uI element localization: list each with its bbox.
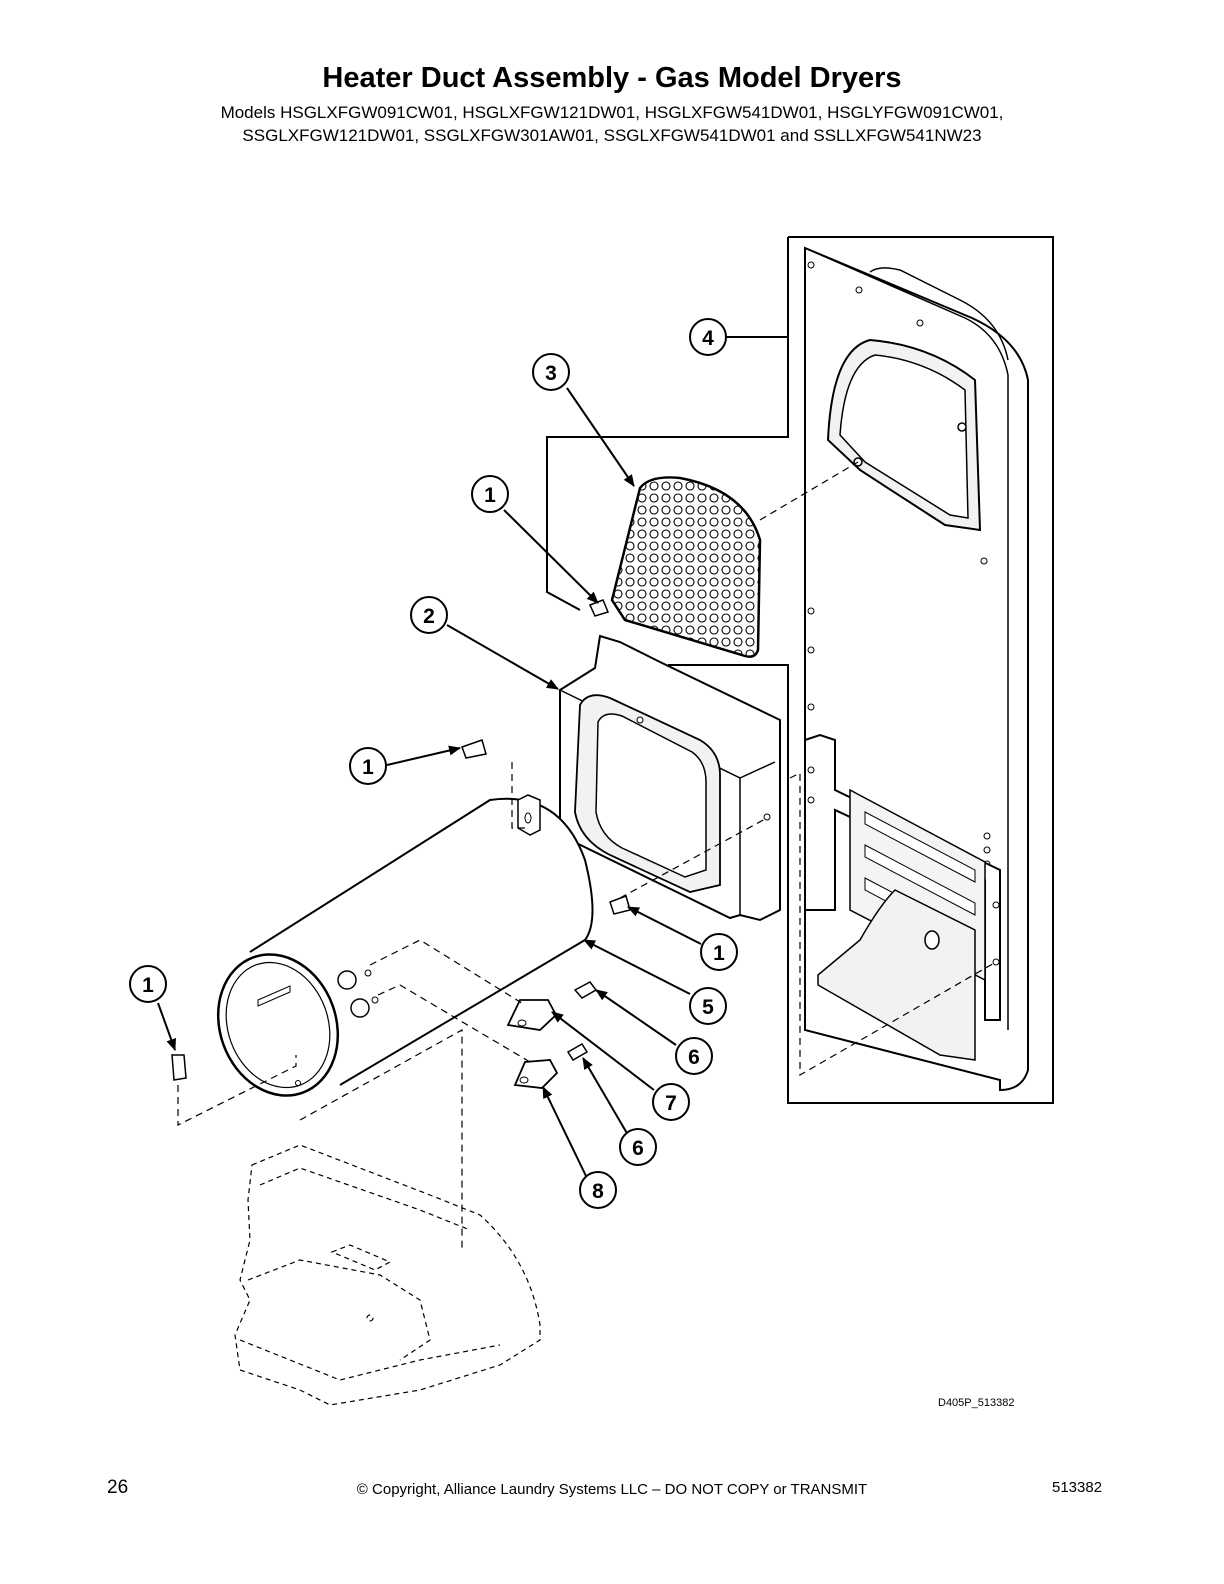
models-line-1: Models HSGLXFGW091CW01, HSGLXFGW121DW01,… [220, 103, 1004, 122]
screw-6b [566, 1042, 589, 1062]
thermostat-7 [506, 999, 558, 1031]
burner-housing-outline [234, 1144, 541, 1406]
svg-text:3: 3 [545, 362, 557, 385]
callout-1-upper: 1 [471, 475, 509, 513]
callout-3: 3 [532, 353, 570, 391]
callout-7: 7 [652, 1083, 690, 1121]
svg-text:6: 6 [632, 1137, 644, 1160]
callout-6-upper: 6 [675, 1037, 713, 1075]
page-number: 26 [107, 1477, 129, 1498]
screw-6a [573, 981, 598, 999]
drawing-id: D405P_513382 [938, 1397, 1015, 1409]
duct-grille [610, 476, 762, 658]
svg-text:4: 4 [702, 327, 714, 350]
svg-text:2: 2 [423, 605, 435, 628]
rear-duct-panel [804, 246, 1029, 1092]
callout-5: 5 [689, 987, 727, 1025]
screw-1-upper [588, 599, 610, 617]
screw-1-left [461, 739, 487, 759]
screw-1-right [609, 895, 631, 915]
callout-leaders [157, 336, 788, 1177]
callout-6-lower: 6 [619, 1128, 657, 1166]
svg-text:7: 7 [665, 1092, 677, 1115]
callout-1-left: 1 [349, 747, 387, 785]
copyright-notice: © Copyright, Alliance Laundry Systems LL… [356, 1481, 868, 1498]
svg-text:1: 1 [713, 942, 725, 965]
page-title: Heater Duct Assembly - Gas Model Dryers [322, 62, 902, 94]
thermostat-8 [513, 1059, 559, 1089]
svg-text:5: 5 [702, 996, 714, 1019]
callout-2: 2 [410, 596, 448, 634]
callout-1-lower: 1 [129, 965, 167, 1003]
alignment-lines [177, 461, 997, 1248]
svg-text:6: 6 [688, 1046, 700, 1069]
screw-1-lower [171, 1054, 187, 1081]
callout-4: 4 [689, 318, 727, 356]
duct-frame [559, 634, 781, 922]
callout-8: 8 [579, 1171, 617, 1209]
heater-duct-cylinder [216, 794, 594, 1097]
document-number: 513382 [1052, 1479, 1103, 1496]
callout-1-right: 1 [700, 933, 738, 971]
panel-group-frame [546, 236, 1054, 1104]
svg-text:1: 1 [362, 756, 374, 779]
svg-text:1: 1 [142, 974, 154, 997]
svg-text:8: 8 [592, 1180, 604, 1203]
models-line-2: SSGLXFGW121DW01, SSGLXFGW301AW01, SSGLXF… [242, 126, 982, 145]
svg-text:1: 1 [484, 484, 496, 507]
